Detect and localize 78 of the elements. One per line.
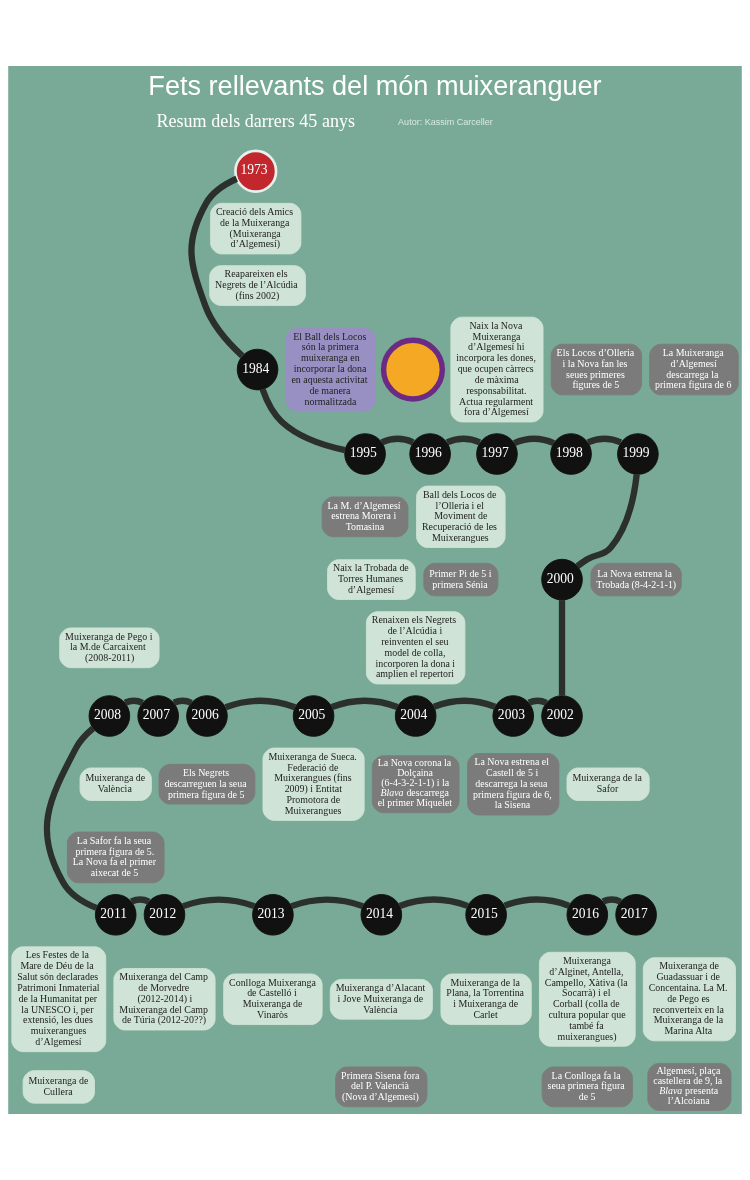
- node-box: La Nova corona la Dolçaina (6-4-3-2-1-1) i la Blava descarrega el primer Miquelet: [371, 755, 460, 814]
- node-circle: 2004: [394, 695, 437, 737]
- node-circle: 1984: [236, 348, 279, 391]
- node-circle: 1995: [344, 433, 386, 475]
- node-box: La Nova estrena la Trobada (8-4-2-1-1): [590, 562, 682, 597]
- node-box: La Conlloga fa la seua primera figura de 5: [541, 1066, 633, 1108]
- node-box: Naix la Trobada de Torres Humanes d’Algemesí: [327, 559, 416, 600]
- node-circle: [380, 337, 445, 402]
- node-circle: 2012: [143, 894, 186, 936]
- node-circle: 2005: [292, 695, 335, 737]
- node-box: Conlloga Muixeranga de Castelló i Muixeranga de Vinaròs: [223, 973, 323, 1025]
- node-box: Muixeranga d’Alginet, Antella, Campello, Xàtiva (la Socarrà) i el Corball (colla de cultura popular que també fa muixerangues): [538, 951, 636, 1047]
- node-box: La M. d’Algemesí estrena Morera i Tomasina: [321, 496, 409, 538]
- node-circle: 2013: [252, 894, 294, 936]
- connector: [130, 896, 151, 905]
- node-box: Algemesí, plaça castellera de 9, la Blava presenta l’Alcoiana: [647, 1062, 732, 1111]
- node-box: Muixeranga de la Plana, la Torrentina i Muixeranga de Carlet: [440, 973, 532, 1025]
- connector: [123, 697, 144, 706]
- node-box: Naix la Nova Muixeranga d’Algemesí hi incorpora les dones, que ocupen càrrecs de màxima responsabilitat. Actua regularment fora d’Algemesí: [450, 316, 544, 423]
- node-box: Els Locos d’Olleria i la Nova fan les seues primeres figures de 5: [550, 343, 642, 396]
- node-box: Primer Pi de 5 i primera Sénia: [423, 562, 499, 597]
- node-box: Les Festes de la Mare de Déu de la Salut són declarades Patrimoni Inmaterial de la Humanitat per la UNESCO i, per extensió, les dues muixerangues d’Algemesí: [11, 946, 107, 1053]
- node-circle: 2014: [360, 894, 403, 936]
- connector: [432, 697, 497, 710]
- node-circle: 2000: [541, 558, 583, 601]
- node-box: Reapareixen els Negrets de l’Alcúdia (fins 2002): [209, 265, 306, 306]
- node-circle: 2002: [541, 695, 583, 737]
- connector: [601, 896, 622, 905]
- node-circle: 1999: [617, 433, 659, 475]
- node-box: La Nova estrena el Castell de 5 i descarrega la seua primera figura de 6, la Sisena: [467, 753, 560, 816]
- node-box: Renaixen els Negrets de l’Alcúdia i reinventen el seu model de colla, incorporen la dona i amplien el repertori: [365, 611, 466, 685]
- node-circle: 2008: [88, 695, 131, 737]
- connector: [503, 896, 570, 909]
- connector: [513, 435, 555, 447]
- node-circle: 1998: [550, 433, 592, 475]
- connector: [224, 697, 297, 711]
- node-circle: 1996: [409, 433, 451, 475]
- node-box: Muixeranga del Camp de Morvedre (2012-2014) i Muixeranga del Camp de Túria (2012-20??): [113, 968, 216, 1031]
- node-box: Muixeranga d’Alacant i Jove Muixeranga de València: [329, 978, 433, 1020]
- connector: [172, 697, 193, 706]
- node-circle: 2017: [615, 894, 657, 936]
- node-box: Muixeranga de València: [79, 767, 152, 801]
- node-circle: 2007: [137, 695, 179, 737]
- node-box: La Muixeranga d’Algemesí descarrega la primera figura de 6: [649, 343, 739, 396]
- node-circle: 1997: [476, 433, 518, 475]
- node-box: Els Negrets descarreguen la seua primera figura de 5: [158, 763, 256, 805]
- node-circle: 2003: [492, 695, 534, 737]
- connector: [527, 697, 548, 706]
- node-box: Muixeranga de Pego i la M.de Carcaixent (2008-2011): [59, 627, 160, 669]
- node-box: Muixeranga de Cullera: [22, 1070, 95, 1104]
- node-box: Muixeranga de Guadassuar i de Concentaina. La M. de Pego es reconverteix en la Muixeranga de la Marina Alta: [642, 957, 736, 1042]
- node-box: Primera Sisena fora del P. Valencià (Nova d’Algemesí): [335, 1066, 428, 1108]
- connector: [259, 388, 346, 454]
- node-box: La Safor fa la seua primera figura de 5. La Nova fa el primer aixecat de 5: [66, 831, 165, 884]
- node-box: Muixeranga de la Safor: [566, 767, 650, 801]
- label: Autor: Kassim Carceller: [398, 117, 493, 128]
- connector: [290, 896, 364, 910]
- connector: [380, 435, 415, 446]
- connector: [398, 896, 469, 909]
- connector: [330, 697, 399, 711]
- connector: [586, 435, 622, 446]
- node-box: Muixeranga de Sueca. Federació de Muixerangues (fins 2009) i Entitat Promotora de Muixerangues: [262, 747, 365, 821]
- node-box: Creació dels Amics de la Muixeranga (Muixeranga d’Algemesí): [210, 202, 302, 255]
- label: Resum dels darrers 45 anys: [156, 111, 355, 132]
- node-circle: 1973: [234, 149, 278, 193]
- node-circle: 2011: [94, 894, 137, 936]
- connector: [182, 896, 256, 910]
- connector: [43, 725, 98, 911]
- connector: [575, 474, 640, 569]
- node-box: El Ball dels Locos són la primera muixeranga en incorporar la dona en aquesta activitat de manera normalitzada: [285, 327, 376, 412]
- connector: [188, 175, 245, 359]
- node-box: Ball dels Locos de l’Olleria i el Moviment de Recuperació de les Muixerangues: [416, 485, 506, 548]
- diagram-title: Fets rellevants del món muixeranguer: [148, 69, 602, 101]
- node-circle: 2015: [465, 894, 507, 936]
- connector: [445, 435, 481, 446]
- node-circle: 2006: [186, 695, 228, 737]
- connector: [558, 600, 566, 696]
- node-circle: 2016: [566, 894, 609, 936]
